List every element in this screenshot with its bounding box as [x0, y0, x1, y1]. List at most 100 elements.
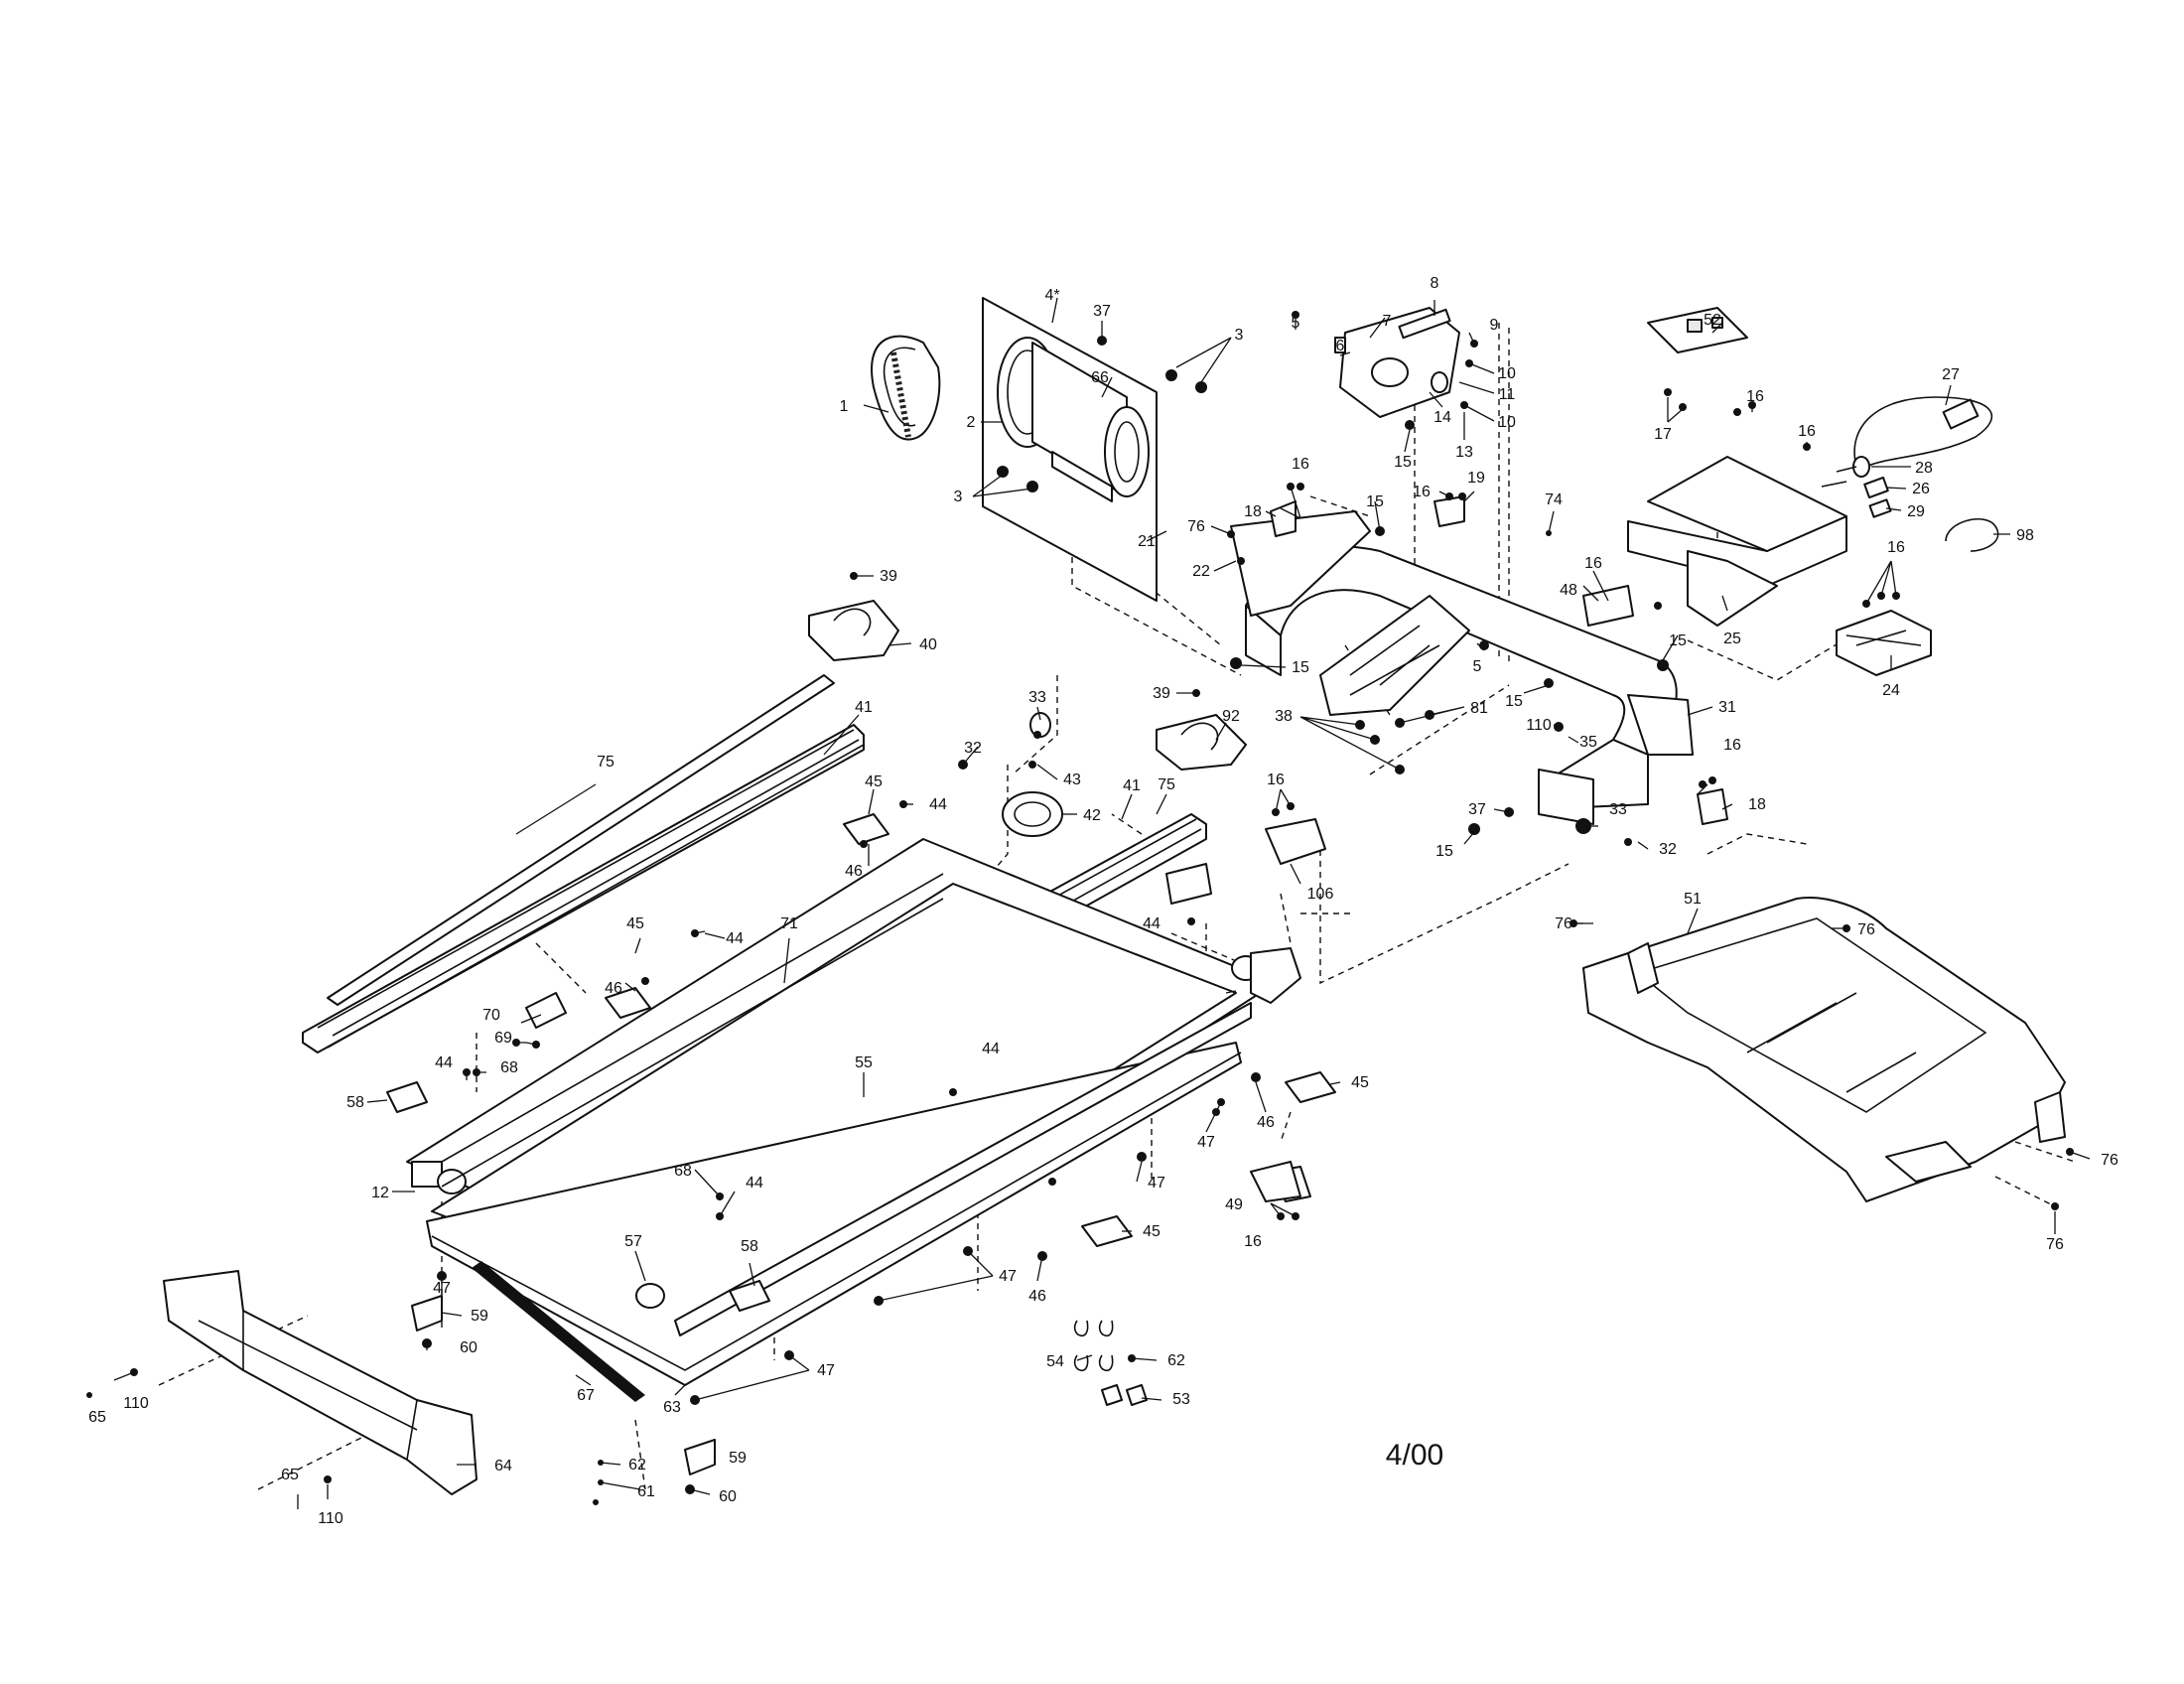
callout-47: 47	[1148, 1175, 1165, 1192]
callout-18: 18	[1748, 796, 1766, 813]
wire-ties	[1074, 1320, 1148, 1406]
callout-27: 27	[1942, 366, 1960, 383]
callout-46: 46	[1028, 1288, 1046, 1305]
callout-58: 58	[741, 1238, 758, 1255]
callout-6: 6	[1336, 338, 1345, 354]
callout-15: 15	[1292, 659, 1309, 676]
callout-18: 18	[1244, 503, 1262, 520]
callout-44: 44	[726, 930, 744, 947]
callout-45: 45	[1143, 1223, 1160, 1240]
controller-bracket	[1627, 456, 1847, 627]
rear-endcap	[163, 1270, 478, 1495]
callout-4-star: 4*	[1044, 287, 1059, 304]
callout-45: 45	[626, 915, 644, 932]
rear-pulley	[1002, 712, 1063, 837]
callout-39: 39	[880, 568, 897, 585]
leader-lines	[113, 297, 2091, 1509]
callout-15: 15	[1366, 493, 1384, 510]
callout-17: 17	[1654, 426, 1672, 443]
callout-38: 38	[1275, 708, 1293, 725]
hood-clip-40	[808, 600, 899, 661]
callout-92: 92	[1222, 708, 1240, 725]
callout-33: 33	[1609, 801, 1627, 818]
callout-65: 65	[88, 1409, 106, 1426]
date-code: 4/00	[1386, 1439, 1443, 1472]
motor-assembly	[982, 297, 1158, 602]
callout-32: 32	[964, 740, 982, 757]
callout-54: 54	[1046, 1353, 1064, 1370]
callout-39: 39	[1153, 685, 1170, 702]
callout-24: 24	[1882, 682, 1900, 699]
callout-51: 51	[1684, 891, 1702, 908]
callout-44: 44	[746, 1175, 763, 1192]
callout-16: 16	[1798, 423, 1816, 440]
callout-75: 75	[597, 754, 614, 771]
callout-5: 5	[1292, 315, 1300, 332]
callout-21: 21	[1138, 533, 1156, 550]
callout-47: 47	[433, 1280, 451, 1297]
callout-10: 10	[1498, 365, 1516, 382]
callout-41: 41	[855, 699, 873, 716]
controller-board	[1647, 307, 1748, 353]
callout-46: 46	[605, 980, 622, 997]
callout-61: 61	[637, 1483, 655, 1500]
callout-76: 76	[2046, 1236, 2064, 1253]
callout-43: 43	[1063, 772, 1081, 788]
callout-42: 42	[1083, 807, 1101, 824]
callout-16: 16	[1267, 772, 1285, 788]
callout-66: 66	[1091, 369, 1109, 386]
callout-44: 44	[982, 1041, 1000, 1057]
callout-7: 7	[1383, 313, 1392, 330]
callout-labels: 1 2 4* 37 3 66 3 21 22 76 5 6 7 8 9 10 1…	[88, 275, 2118, 1527]
callout-49: 49	[1225, 1196, 1243, 1213]
power-cord	[1821, 396, 1999, 552]
callout-106: 106	[1307, 886, 1334, 903]
callout-110: 110	[318, 1510, 343, 1527]
callout-16: 16	[1413, 484, 1431, 500]
callout-55: 55	[855, 1054, 873, 1071]
callout-76: 76	[1187, 518, 1205, 535]
callout-26: 26	[1912, 481, 1930, 497]
callout-59: 59	[729, 1450, 747, 1467]
callout-46: 46	[1257, 1114, 1275, 1131]
left-side-rail	[302, 674, 865, 1053]
callout-44: 44	[435, 1054, 453, 1071]
upright-frame	[1230, 510, 1694, 825]
callout-12: 12	[371, 1185, 389, 1201]
callout-62: 62	[1167, 1352, 1185, 1369]
incline-bracket	[1319, 595, 1470, 716]
callout-47: 47	[817, 1362, 835, 1379]
small-brackets	[1165, 495, 1728, 1202]
callout-76: 76	[2101, 1152, 2118, 1169]
callout-65: 65	[281, 1467, 299, 1483]
hood-clip-92	[1156, 714, 1247, 771]
callout-68: 68	[674, 1163, 692, 1180]
callout-3: 3	[954, 489, 963, 505]
callout-29: 29	[1907, 503, 1925, 520]
callout-35: 35	[1579, 734, 1597, 751]
callout-33: 33	[1028, 689, 1046, 706]
main-frame	[426, 1002, 1252, 1386]
callout-74: 74	[1545, 491, 1563, 508]
front-roller	[411, 873, 944, 1194]
callout-47: 47	[999, 1268, 1017, 1285]
callout-8: 8	[1431, 275, 1439, 292]
callout-110: 110	[1526, 717, 1552, 734]
incline-motor	[1334, 307, 1460, 418]
callout-31: 31	[1718, 699, 1736, 716]
callout-71: 71	[780, 915, 798, 932]
callout-13: 13	[1455, 444, 1473, 461]
callout-63: 63	[663, 1399, 681, 1416]
callout-2: 2	[967, 414, 976, 431]
callout-57: 57	[624, 1233, 642, 1250]
callout-45: 45	[1351, 1074, 1369, 1091]
callout-46: 46	[845, 863, 863, 880]
rear-roller-end	[635, 947, 1301, 1309]
callout-76: 76	[1555, 915, 1572, 932]
callout-45: 45	[865, 773, 883, 790]
callout-52: 52	[1704, 312, 1721, 329]
callout-3: 3	[1235, 327, 1244, 344]
callout-16: 16	[1584, 555, 1602, 572]
base-frame	[1582, 897, 2066, 1202]
